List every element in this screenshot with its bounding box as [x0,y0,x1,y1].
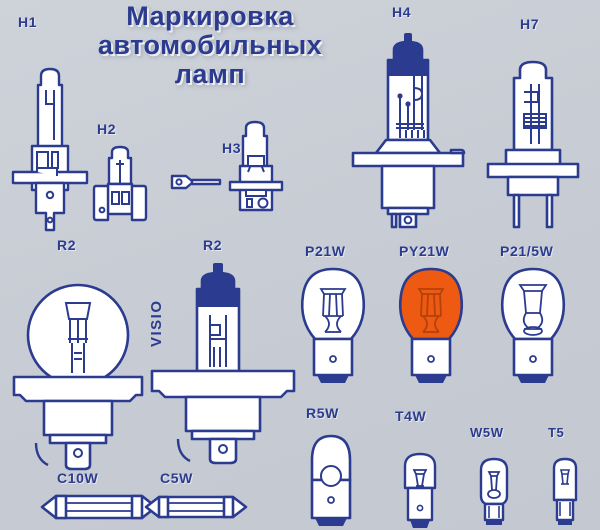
page-title: Маркировка автомобильных ламп [97,1,323,89]
bulb-r2-visio [148,255,298,465]
bulb-h7 [478,52,588,232]
label-h4: H4 [392,4,412,20]
label-h7: H7 [520,16,540,32]
label-h1: H1 [18,14,38,30]
bulb-t5 [548,456,582,528]
bulb-h1 [10,60,90,232]
bulb-r2-left [10,265,150,471]
label-c5w: C5W [160,470,193,486]
label-h2: H2 [97,121,117,137]
label-p21w: P21W [305,243,346,259]
label-p21-5w: P21/5W [500,243,554,259]
bulb-h3 [168,118,284,222]
bulb-c10w [40,490,158,524]
label-w5w: W5W [470,425,504,440]
bulb-t4w [395,450,445,530]
bulb-w5w [472,456,516,528]
label-r5w: R5W [306,405,339,421]
bulb-c5w [144,490,248,524]
label-c10w: C10W [57,470,99,486]
bulb-p21w [296,265,370,390]
bulb-h2 [88,142,152,228]
bulb-py21w [394,265,468,390]
label-r2-left: R2 [57,237,77,253]
bulb-r5w [300,432,362,530]
label-py21w: PY21W [399,243,450,259]
label-h3: H3 [222,140,242,156]
bulb-h4 [348,28,468,229]
bulb-p21-5w [496,265,570,390]
label-t4w: T4W [395,408,427,424]
label-t5: T5 [548,425,565,440]
label-r2-visio: R2 [203,237,223,253]
